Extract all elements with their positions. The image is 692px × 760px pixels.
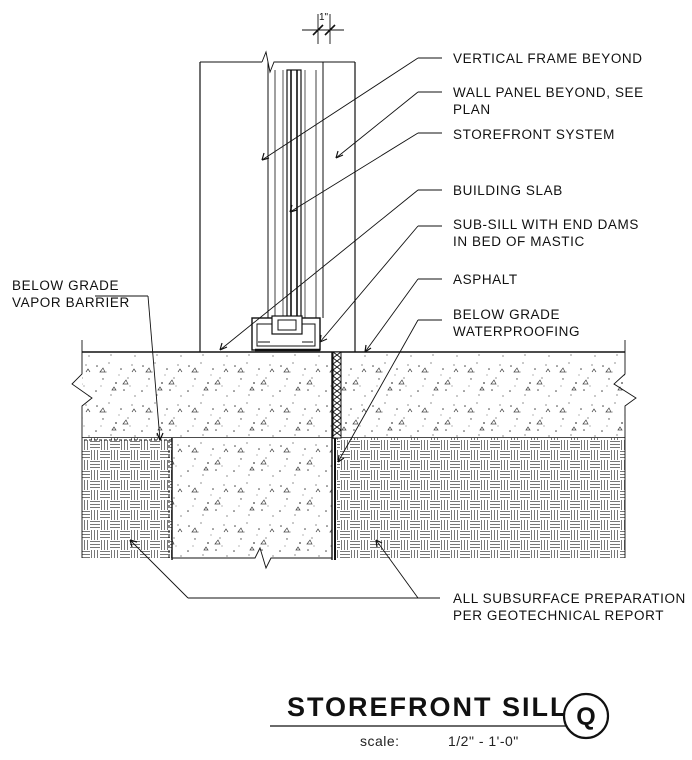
sub-sill (251, 315, 321, 352)
compacted-soil (81, 438, 626, 558)
footing (171, 352, 333, 570)
note-asphalt: ASPHALT (453, 272, 518, 287)
note-wall-panel-line-1: WALL PANEL BEYOND, SEE (453, 85, 644, 100)
dimension-label: 1" (319, 12, 329, 23)
asphalt-joint (332, 351, 342, 439)
note-wall-panel-line-2: PLAN (453, 102, 491, 117)
note-vertical-frame: VERTICAL FRAME BEYOND (453, 51, 643, 66)
storefront-system (282, 69, 306, 321)
note-sub-sill-line-1: SUB-SILL WITH END DAMS (453, 217, 639, 232)
building-slab (71, 340, 637, 439)
detail-mark-circle (562, 692, 610, 740)
dimension-one-inch: 1" (302, 12, 344, 44)
note-waterproofing-line-2: WATERPROOFING (453, 324, 580, 339)
note-waterproofing-line-1: BELOW GRADE (453, 307, 560, 322)
note-subsurface-line-2: PER GEOTECHNICAL REPORT (453, 608, 664, 623)
wall-panel-frame (199, 50, 356, 352)
annotations: VERTICAL FRAME BEYOND WALL PANEL BEYOND,… (12, 51, 686, 623)
note-building-slab: BUILDING SLAB (453, 183, 563, 198)
detail-mark: Q (576, 703, 595, 731)
leader-lines (95, 57, 442, 599)
note-vapor-barrier-line-1: BELOW GRADE (12, 278, 119, 293)
note-vapor-barrier-line-2: VAPOR BARRIER (12, 295, 130, 310)
scale-label: scale: (360, 733, 400, 749)
note-subsurface-line-1: ALL SUBSURFACE PREPARATION (453, 591, 686, 606)
note-sub-sill-line-2: IN BED OF MASTIC (453, 234, 585, 249)
note-storefront-system: STOREFRONT SYSTEM (453, 127, 615, 142)
detail-title: STOREFRONT SILL (287, 692, 569, 722)
title-block: STOREFRONT SILL Q scale: 1/2" - 1'-0" (270, 692, 610, 749)
scale-value: 1/2" - 1'-0" (448, 733, 519, 749)
